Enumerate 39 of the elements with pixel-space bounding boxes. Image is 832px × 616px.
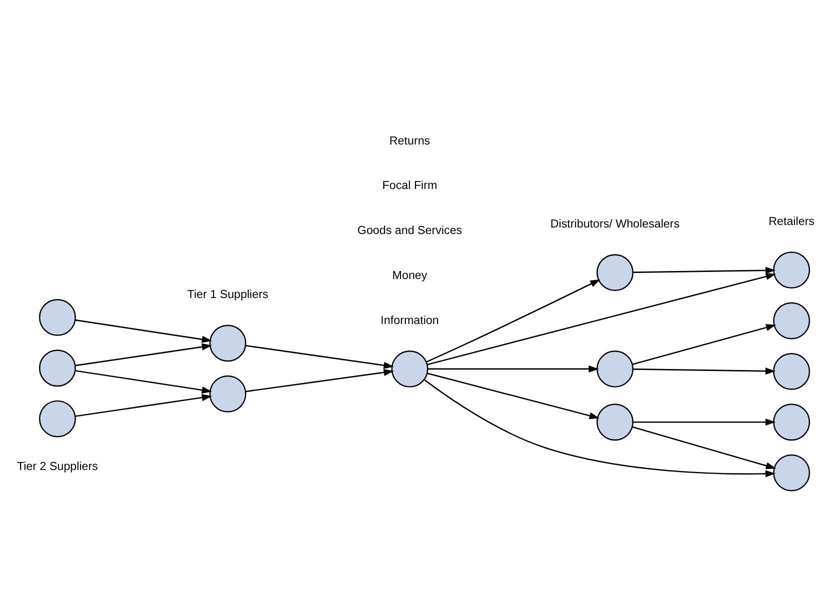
node-circle [38, 400, 76, 437]
arrow [632, 367, 776, 374]
node-circle [38, 298, 76, 336]
label: Distributors/ Wholesalers [550, 216, 680, 230]
arrow [75, 370, 212, 394]
arrow [75, 318, 212, 342]
arrow [632, 426, 776, 469]
label: Retailers [768, 214, 815, 228]
arrow [75, 342, 212, 366]
node-circle [596, 254, 634, 291]
arrow [632, 418, 776, 426]
arrow [427, 372, 600, 419]
node-circle [773, 251, 810, 288]
arrow [427, 272, 776, 365]
arrow [75, 394, 212, 416]
node-circle [773, 454, 810, 491]
arrow [246, 368, 394, 392]
arrow [632, 266, 776, 274]
arrow [428, 364, 599, 372]
node-circle [773, 302, 810, 339]
arrow [426, 278, 600, 362]
arrow [632, 324, 776, 365]
node-circle [773, 352, 810, 390]
node-circle [596, 403, 634, 440]
label: Tier 2 Suppliers [16, 460, 98, 473]
arrow [424, 378, 776, 477]
node-circle [209, 374, 246, 412]
label: Tier 1 Suppliers [187, 288, 268, 301]
label: Focal Firm [382, 178, 438, 192]
node-circle [596, 350, 634, 387]
label: Returns [389, 134, 430, 147]
node-circle [209, 324, 246, 362]
node-circle [391, 350, 428, 387]
label: Information [380, 313, 439, 326]
arrow [246, 344, 394, 368]
node-circle [38, 349, 76, 386]
node-circle [773, 403, 810, 440]
label: Goods and Services [357, 224, 462, 237]
label: Money [392, 268, 428, 282]
